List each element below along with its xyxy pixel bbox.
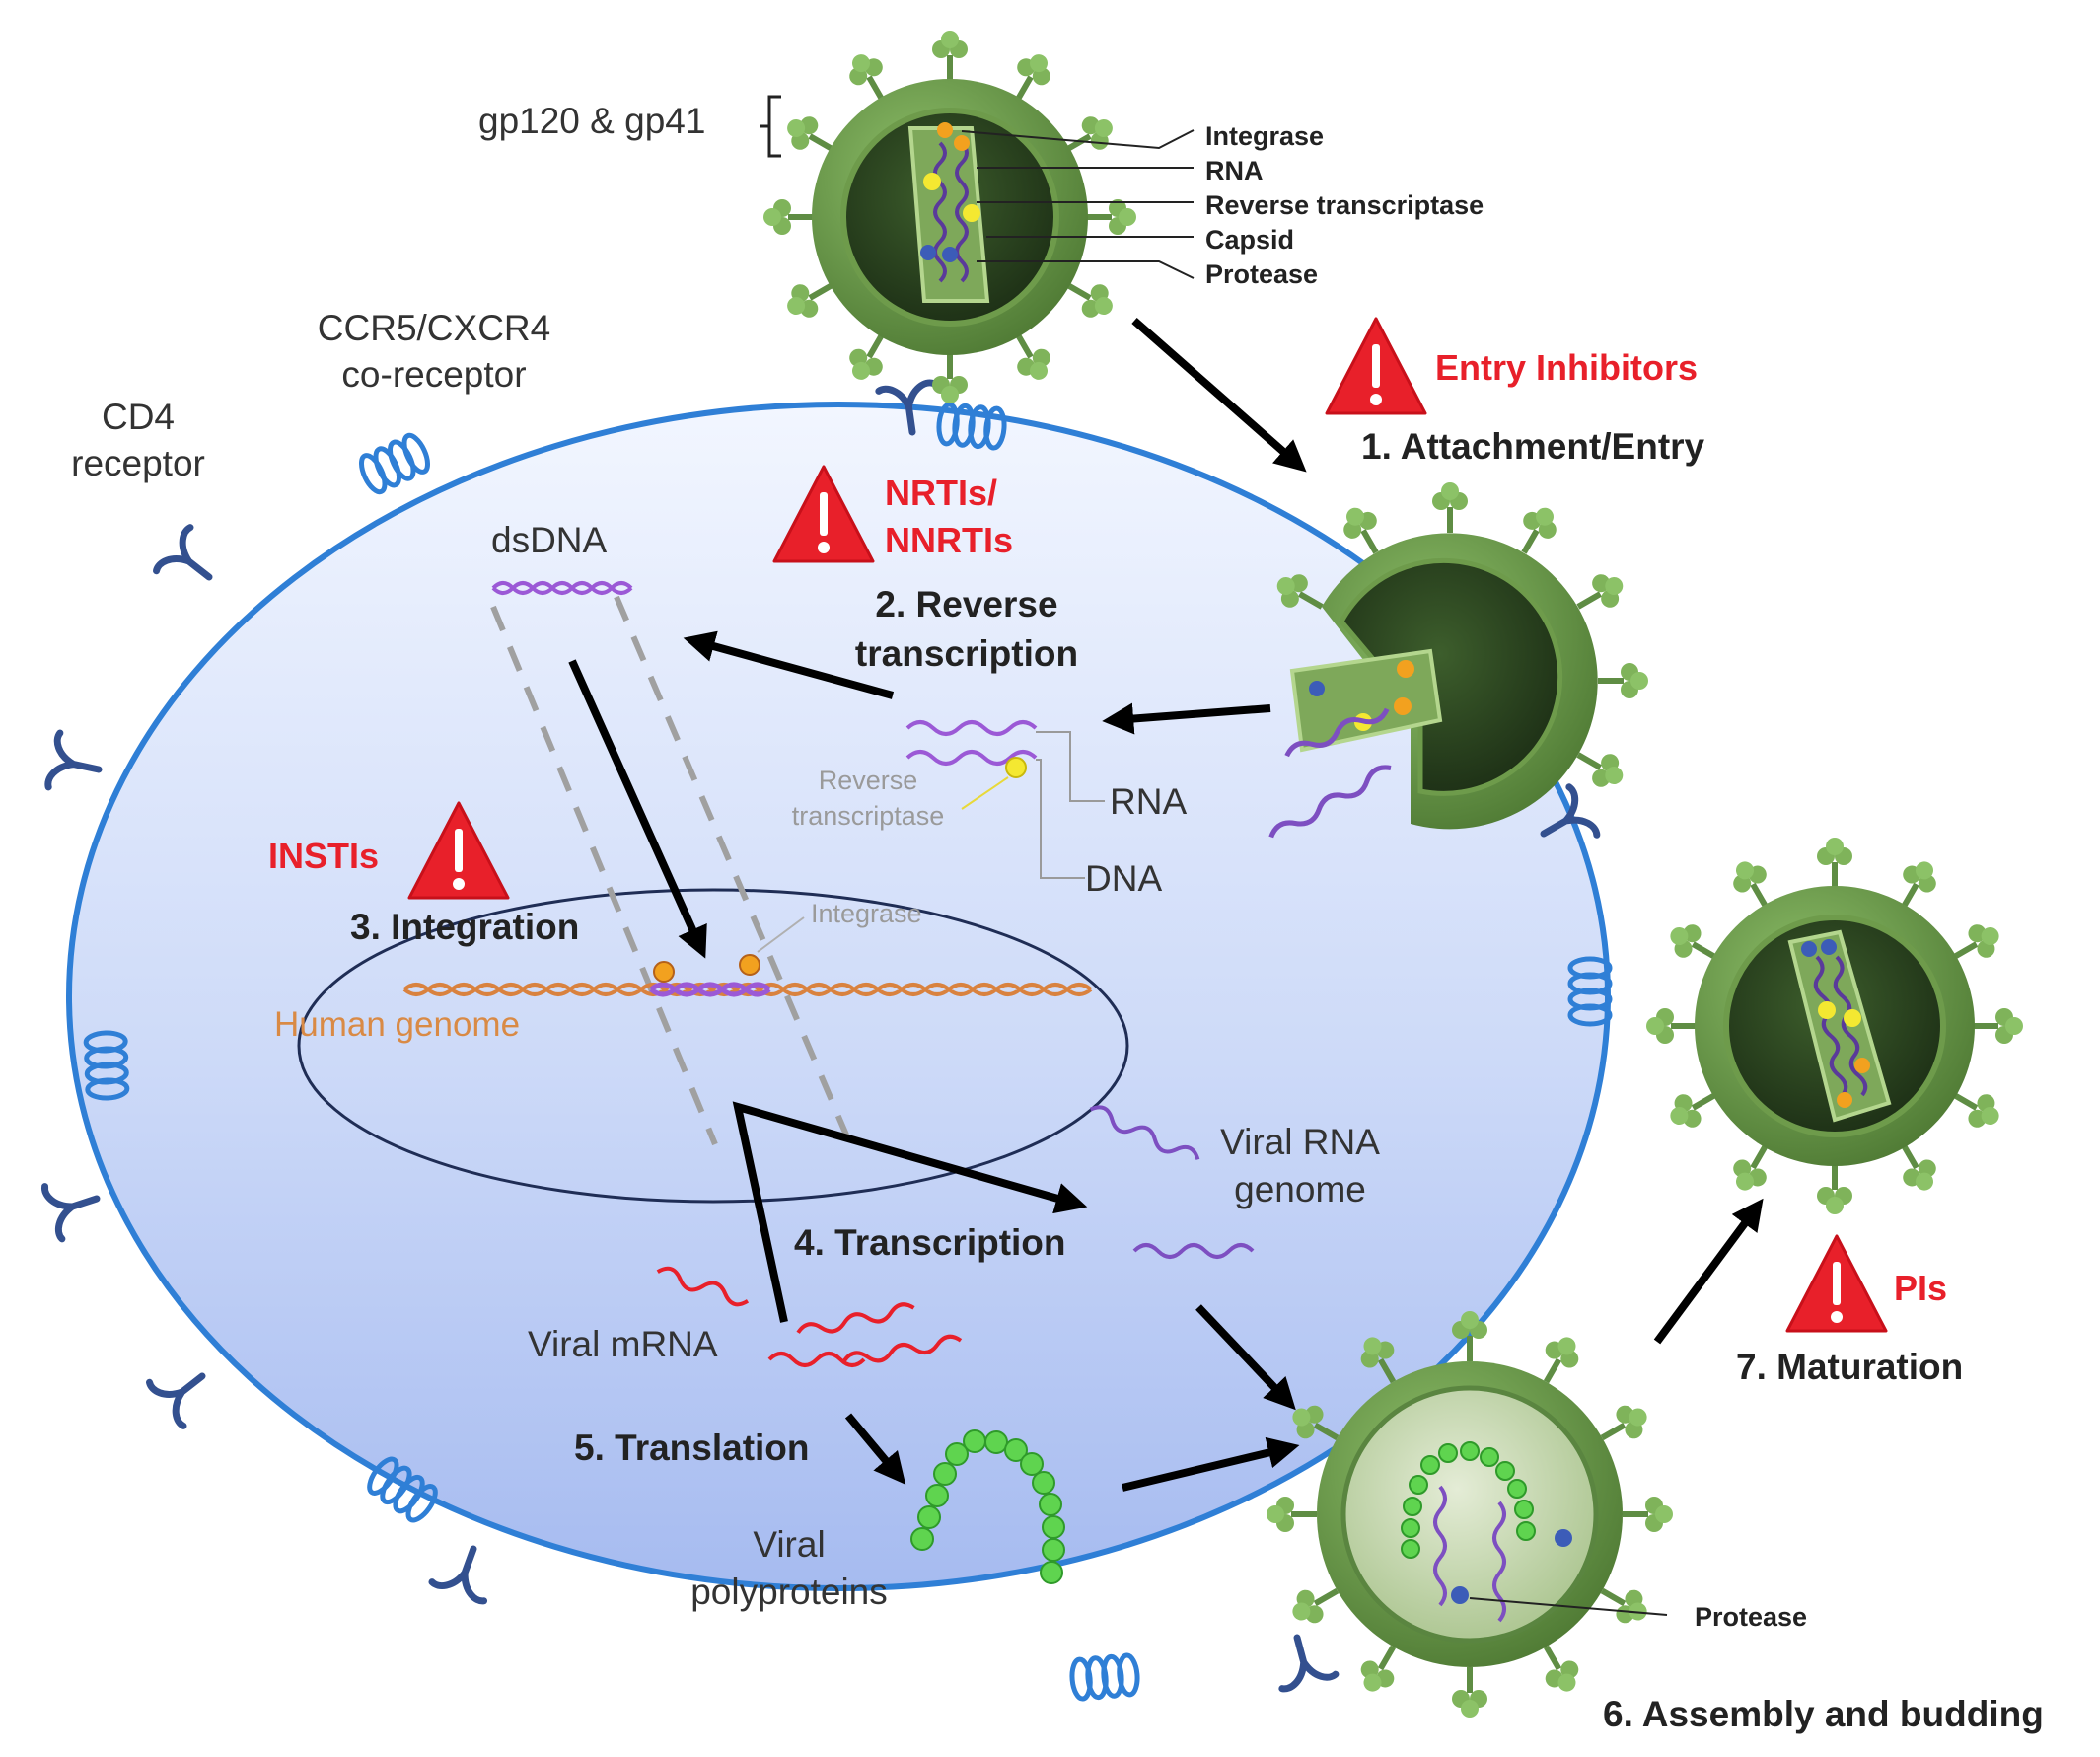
viral-mrna-strand bbox=[796, 1302, 915, 1334]
dna-pointer bbox=[1036, 759, 1085, 879]
entry-inhibitors-label: Entry Inhibitors bbox=[1435, 347, 1698, 388]
cd4-receptor-icon bbox=[156, 527, 227, 599]
human-genome-helix bbox=[402, 983, 1093, 996]
pi-label: PIs bbox=[1894, 1268, 1947, 1308]
integrase-dot bbox=[653, 961, 675, 983]
capsid-label: Capsid bbox=[1205, 225, 1294, 255]
step-3-label: 3. Integration bbox=[350, 907, 579, 947]
virus-part-pointers bbox=[961, 129, 1195, 279]
rna-strand bbox=[905, 720, 1038, 736]
coreceptor-label: co-receptor bbox=[341, 354, 526, 395]
viral-polyproteins-label: Viral bbox=[753, 1524, 825, 1565]
released-rna-strand bbox=[1268, 765, 1392, 839]
step-2-label: transcription bbox=[855, 633, 1078, 674]
viral-polyprotein-chain bbox=[910, 1429, 1065, 1584]
integration-guide-right bbox=[614, 595, 851, 1141]
virus-icon bbox=[763, 31, 1136, 403]
step-7-label: 7. Maturation bbox=[1736, 1347, 1963, 1387]
dsdna-helix bbox=[491, 581, 633, 595]
protease-bud-label: Protease bbox=[1695, 1602, 1807, 1632]
released-rna-strand bbox=[1284, 707, 1390, 758]
virus-icon bbox=[1269, 482, 1648, 830]
viral-polyproteins-label: polyproteins bbox=[690, 1572, 888, 1612]
virus-icon bbox=[1267, 1311, 1673, 1718]
integrase-dot bbox=[739, 954, 760, 976]
protease-pointer bbox=[1469, 1597, 1668, 1616]
reverse-transcriptase-label: Reverse transcriptase bbox=[1205, 190, 1484, 220]
warning-icon bbox=[1785, 1234, 1888, 1333]
viral-rna-genome-label: genome bbox=[1234, 1169, 1366, 1209]
step-6-label: 6. Assembly and budding bbox=[1603, 1694, 2044, 1734]
reverse-transcriptase-dot bbox=[1005, 757, 1027, 778]
viral-mrna-label: Viral mRNA bbox=[528, 1324, 718, 1364]
arrow-icon bbox=[568, 317, 1764, 1492]
integrase-label: Integrase bbox=[1205, 121, 1324, 151]
cd4-receptor-icon bbox=[1270, 1631, 1336, 1690]
coreceptor-icon bbox=[1070, 1654, 1138, 1700]
cd4-label: receptor bbox=[71, 443, 205, 483]
dsdna-label: dsDNA bbox=[491, 520, 608, 560]
rna-pointer bbox=[1036, 731, 1105, 802]
cd4-receptor-icon bbox=[43, 1172, 105, 1239]
rna-label: RNA bbox=[1205, 156, 1264, 185]
virus-icon bbox=[1646, 838, 2023, 1214]
cd4-label: CD4 bbox=[102, 397, 175, 437]
rt-small-label: transcriptase bbox=[792, 801, 945, 831]
coreceptor-icon bbox=[357, 432, 433, 495]
rt-small-label: Reverse bbox=[819, 766, 918, 795]
protease-label: Protease bbox=[1205, 259, 1318, 289]
integrated-viral-dna bbox=[649, 982, 771, 997]
integrase-pointer bbox=[757, 916, 805, 953]
viral-mrna-strand bbox=[767, 1352, 866, 1367]
step-4-label: 4. Transcription bbox=[794, 1222, 1066, 1263]
step-5-label: 5. Translation bbox=[574, 1428, 810, 1468]
integration-guide-left bbox=[490, 605, 718, 1146]
viral-rna-genome-strand bbox=[1132, 1243, 1255, 1259]
step-1-label: 1. Attachment/Entry bbox=[1361, 426, 1705, 467]
gp120-gp41-label: gp120 & gp41 bbox=[478, 101, 705, 141]
viral-rna-genome-label: Viral RNA bbox=[1220, 1122, 1380, 1162]
rt-pointer bbox=[961, 776, 1009, 810]
coreceptor-label: CCR5/CXCR4 bbox=[318, 308, 550, 348]
cd4-receptor-icon bbox=[149, 1354, 220, 1427]
rna-small-label: RNA bbox=[1110, 781, 1187, 822]
nnrti-label: NNRTIs bbox=[885, 520, 1013, 560]
warning-icon bbox=[1325, 317, 1427, 415]
cd4-receptor-icon bbox=[47, 733, 105, 797]
integrase-small-label: Integrase bbox=[811, 899, 922, 928]
human-genome-label: Human genome bbox=[274, 1005, 520, 1044]
insti-label: INSTIs bbox=[268, 836, 379, 876]
viral-mrna-strand bbox=[656, 1266, 750, 1307]
cd4-receptor-icon bbox=[432, 1539, 500, 1601]
dna-small-label: DNA bbox=[1085, 858, 1162, 899]
viral-rna-genome-strand bbox=[1089, 1105, 1200, 1160]
nucleus bbox=[297, 888, 1129, 1204]
viral-mrna-strand bbox=[842, 1334, 963, 1363]
nrti-label: NRTIs/ bbox=[885, 473, 997, 513]
gp-bracket bbox=[760, 95, 781, 158]
step-2-label: 2. Reverse bbox=[875, 584, 1057, 624]
dna-strand bbox=[905, 750, 1038, 766]
